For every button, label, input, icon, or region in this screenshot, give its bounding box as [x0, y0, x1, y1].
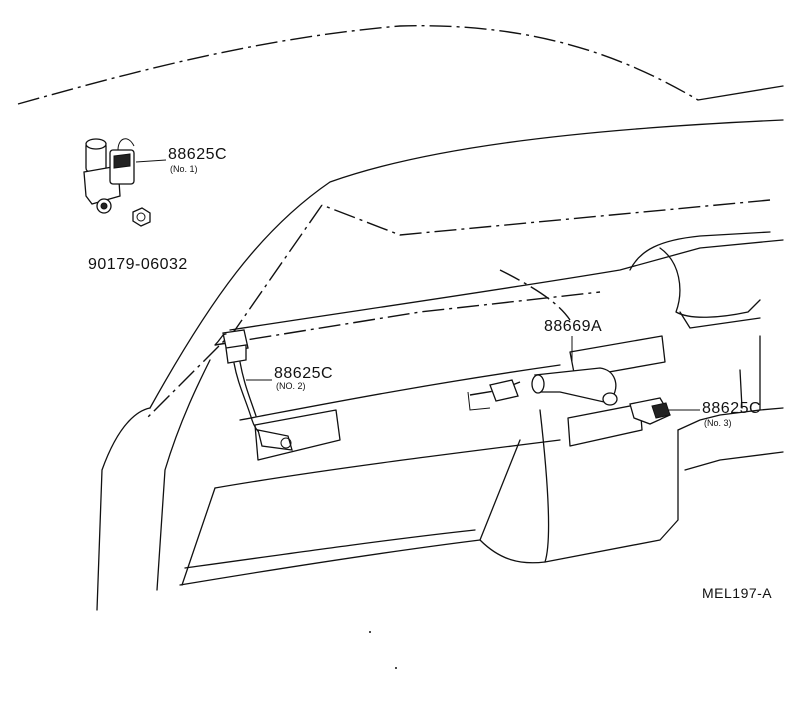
dash-top-upper	[229, 239, 784, 331]
instrument-hood	[629, 231, 771, 271]
dash-panel-side	[181, 487, 216, 586]
part-number-88669a: 88669A	[544, 318, 603, 335]
hood-curve-2	[679, 311, 761, 329]
right-dash-step	[739, 335, 761, 411]
center-slot-upper	[569, 335, 666, 379]
hood-curve	[659, 247, 761, 318]
part-sub-no3: (No. 3)	[704, 418, 732, 428]
a-pillar	[149, 119, 784, 409]
dash-top-dashdot	[214, 291, 601, 346]
harness-path	[499, 269, 571, 321]
console-left	[479, 429, 679, 564]
door-edge	[156, 359, 211, 591]
part-number-88625c-no1: 88625C	[168, 146, 228, 163]
body-side	[96, 407, 151, 611]
leader-no1	[135, 159, 167, 163]
hose-88669a	[467, 367, 618, 411]
roof-outline	[17, 25, 699, 105]
part-number-88625c-no2: 88625C	[274, 365, 334, 382]
drawing-code: MEL197-A	[702, 585, 773, 601]
windshield-right-edge	[321, 199, 771, 236]
lower-trim	[184, 529, 476, 569]
relay-no1	[83, 138, 135, 214]
dash-face-top	[239, 364, 561, 421]
console-bottom-right	[684, 451, 784, 471]
relay-no3	[629, 397, 671, 425]
dash-lower-edge	[214, 439, 561, 489]
roof-rear-edge	[697, 85, 784, 101]
part-number-88625c-no3: 88625C	[702, 400, 762, 417]
console-base	[539, 409, 550, 563]
part-number-90179-06032: 90179-06032	[88, 256, 188, 273]
relay-no2	[214, 329, 293, 451]
console-right-panel	[677, 407, 784, 431]
dash-panel-bottom	[179, 539, 481, 586]
windshield-left-edge	[144, 204, 323, 421]
part-sub-no1: (No. 1)	[170, 164, 198, 174]
part-sub-no2: (NO. 2)	[276, 381, 306, 391]
nut-90179	[132, 207, 151, 227]
center-slot-lower	[567, 403, 643, 447]
left-vent	[254, 409, 341, 461]
